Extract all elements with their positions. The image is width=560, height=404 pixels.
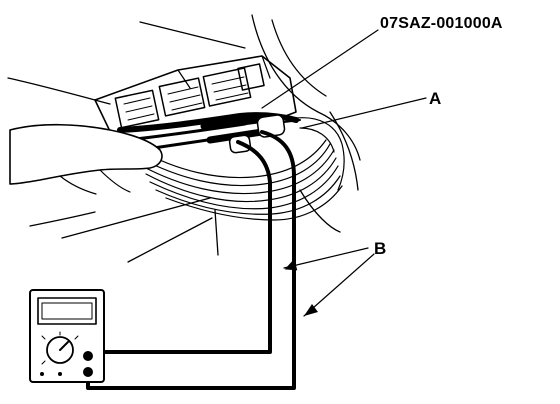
leader-arrowheads <box>284 258 318 316</box>
multimeter <box>29 289 105 383</box>
probe-lead-2 <box>86 130 296 390</box>
wire-harness <box>139 117 345 221</box>
jack-1 <box>83 351 93 361</box>
leader-b-lower <box>303 253 375 317</box>
leader-lines <box>261 29 427 317</box>
tool-leader <box>261 29 379 109</box>
hand <box>9 123 163 195</box>
probe-lead-1 <box>86 140 272 354</box>
jack-2 <box>83 367 93 377</box>
multimeter-display <box>37 297 97 325</box>
callout-a-label: A <box>429 89 442 108</box>
leader-b-upper <box>283 247 369 269</box>
callout-b-label: B <box>374 239 387 258</box>
tool-number-label: 07SAZ-001000A <box>380 15 503 32</box>
probe-leads <box>86 130 296 390</box>
test-harness-plug <box>200 113 301 154</box>
body-panel <box>7 14 361 263</box>
leader-a <box>301 97 427 129</box>
